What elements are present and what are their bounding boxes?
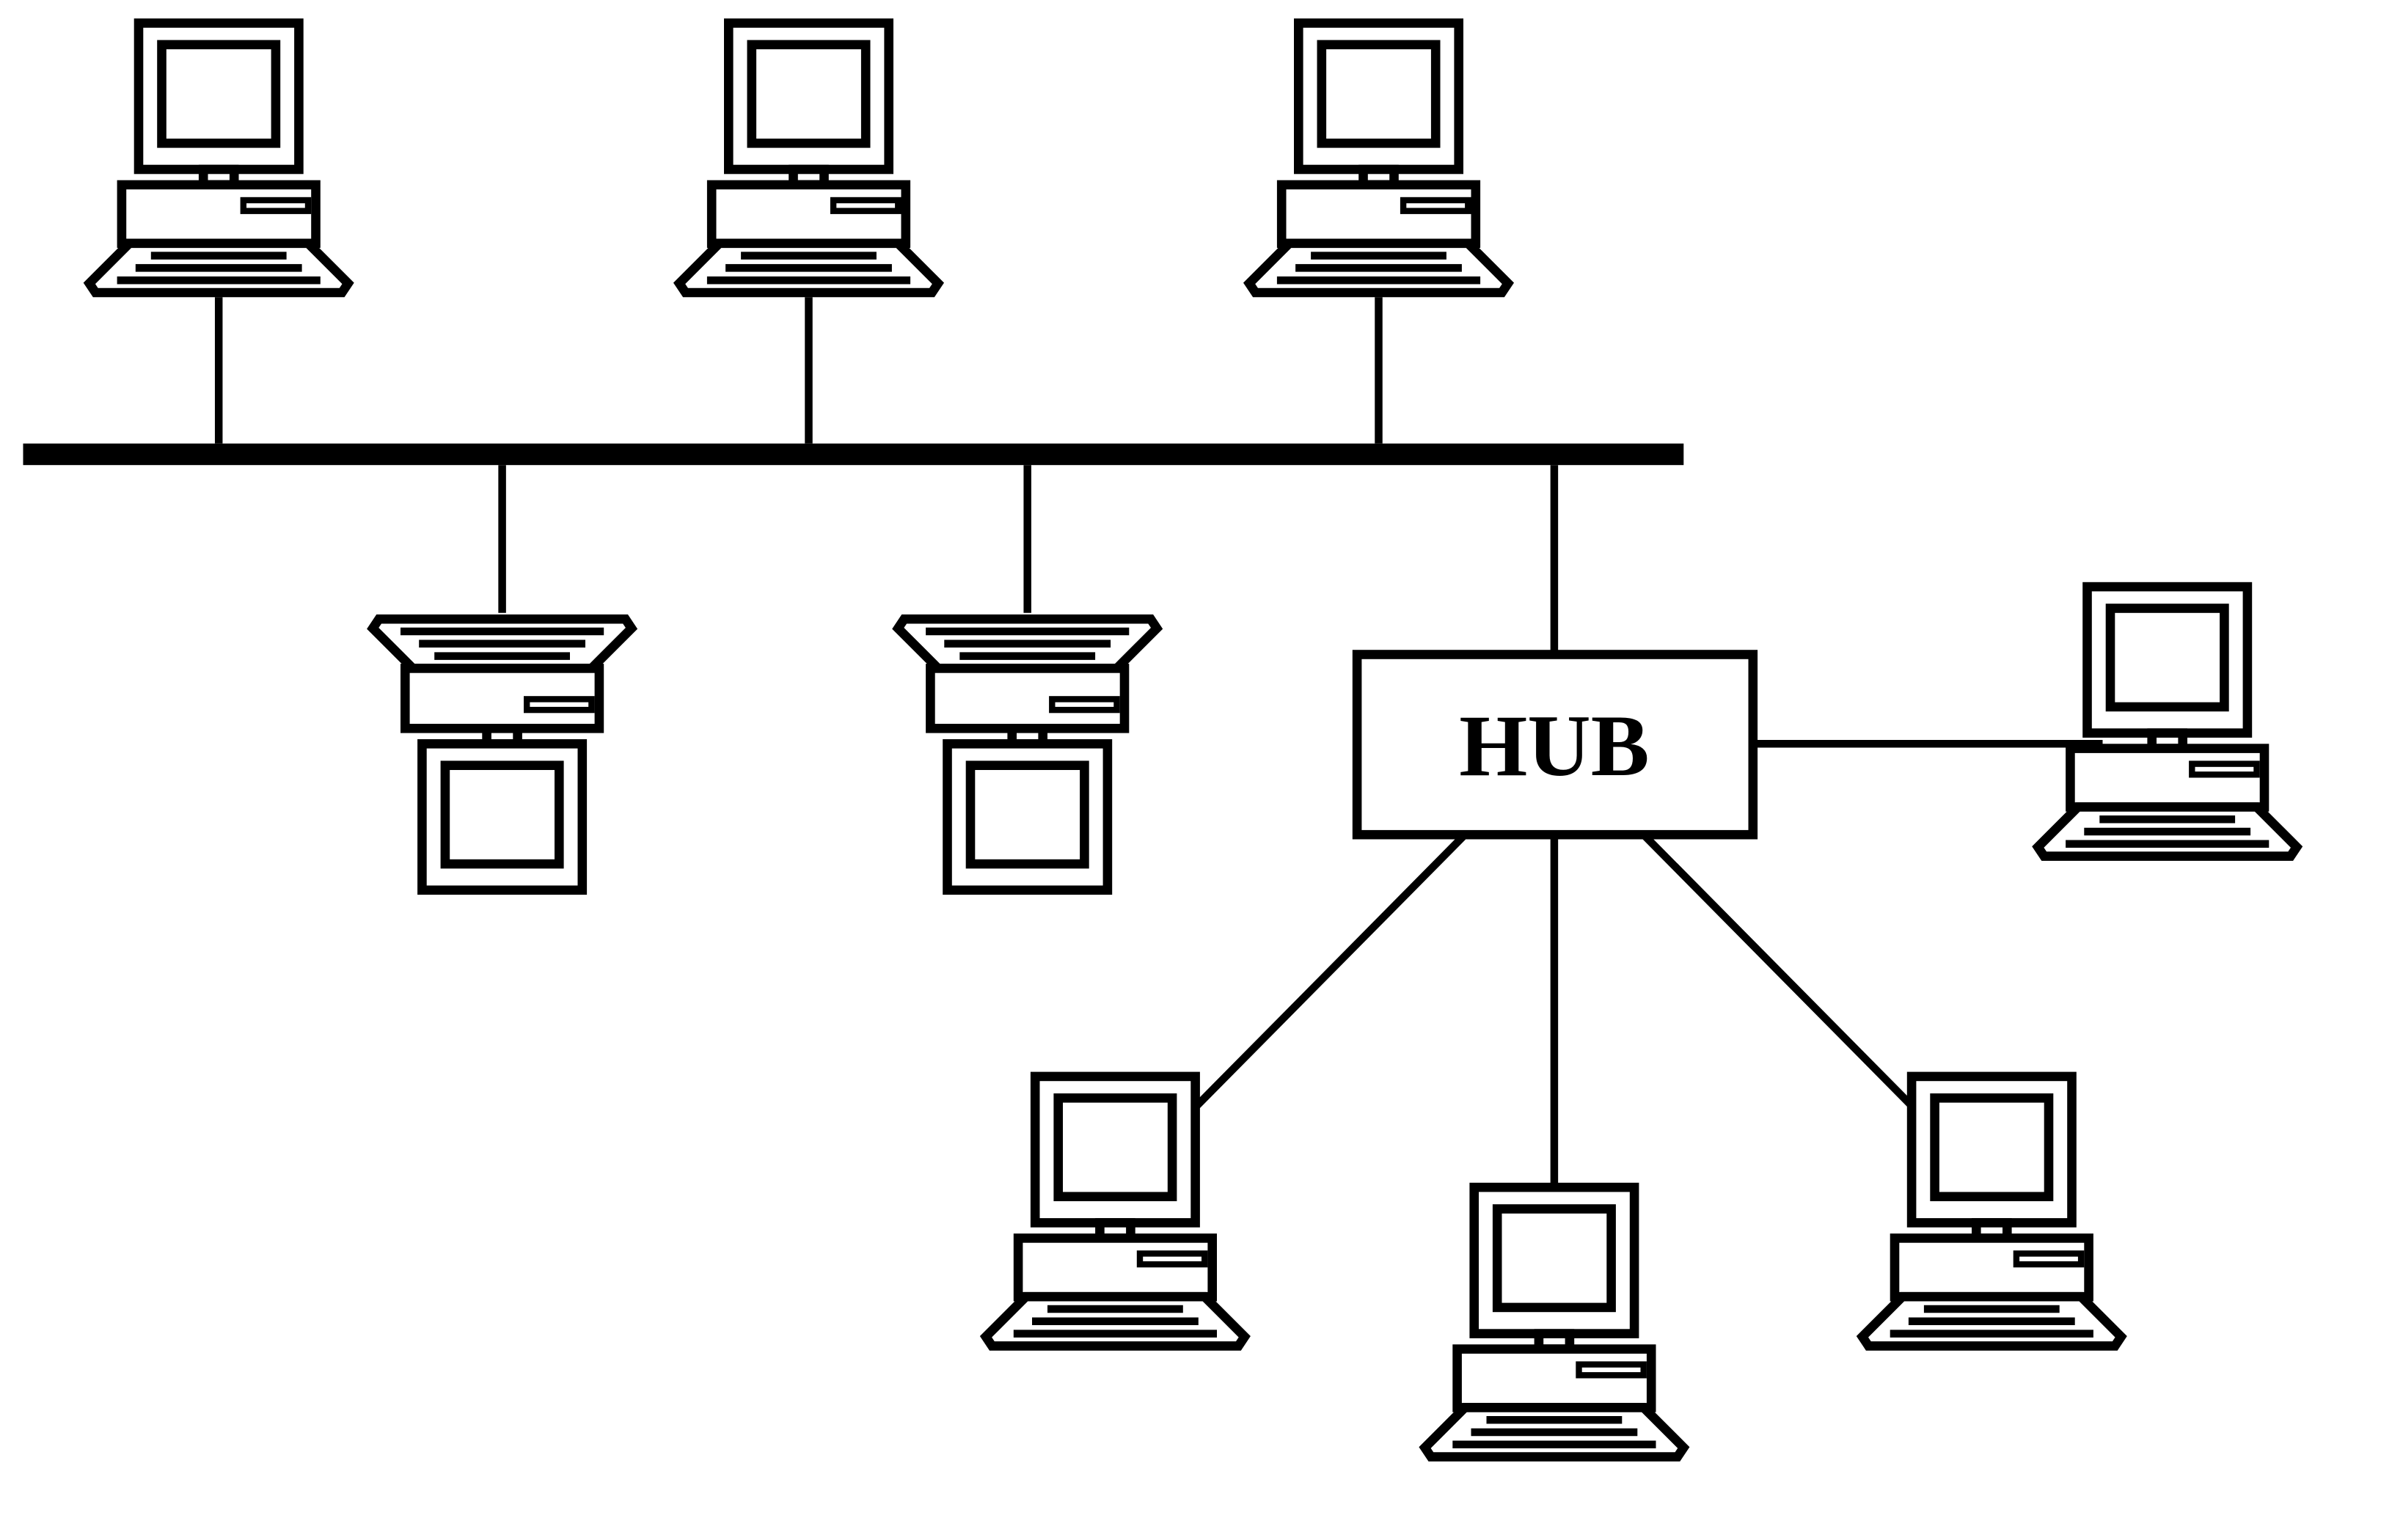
workstation-icon bbox=[1425, 1187, 1684, 1457]
hub-wire-bottom-left bbox=[1193, 832, 1468, 1109]
workstation-icon bbox=[1862, 1077, 2121, 1346]
workstation-icon bbox=[679, 23, 938, 293]
hub-wire-bottom-right bbox=[1640, 832, 1914, 1109]
workstation-icon bbox=[986, 1077, 1245, 1346]
workstation-icon bbox=[1249, 23, 1508, 293]
workstation-icon bbox=[898, 619, 1157, 890]
workstation-icon bbox=[89, 23, 348, 293]
backbone-bus bbox=[23, 443, 1684, 466]
hub-label: HUB bbox=[1459, 697, 1649, 794]
workstation-icon bbox=[2038, 587, 2297, 857]
workstation-icon bbox=[373, 619, 632, 890]
